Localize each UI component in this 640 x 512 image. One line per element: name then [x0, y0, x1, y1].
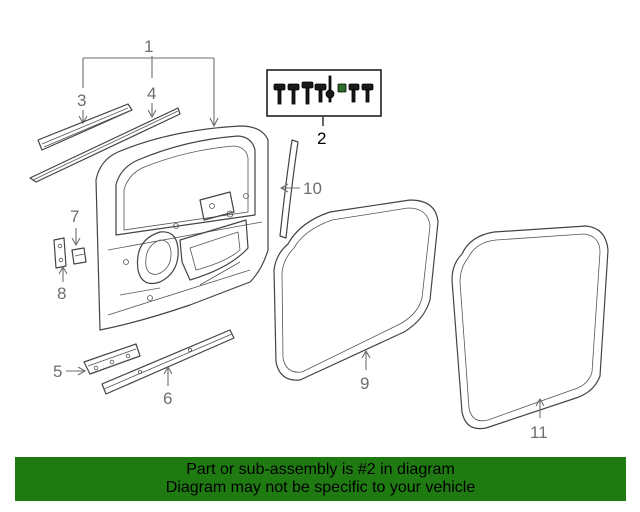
callout-11[interactable]: 11 [530, 423, 548, 442]
bolt-icon [273, 75, 374, 105]
callout-6[interactable]: 6 [163, 389, 172, 408]
callout-9-leader [361, 349, 371, 370]
callout-5-leader [66, 366, 87, 376]
part-5-trim [83, 343, 141, 375]
banner-line-1: Part or sub-assembly is #2 in diagram [186, 461, 455, 478]
part-3-molding [37, 103, 133, 151]
callout-7[interactable]: 7 [70, 207, 79, 226]
info-banner: Part or sub-assembly is #2 in diagram Di… [15, 457, 626, 501]
callout-10-leader [279, 183, 300, 193]
callout-5[interactable]: 5 [53, 362, 62, 381]
part-11-body-seal [451, 225, 609, 430]
callout-9[interactable]: 9 [360, 374, 369, 393]
callout-1-leader [82, 56, 219, 128]
part-1-door-shell [95, 125, 269, 331]
callout-8[interactable]: 8 [57, 284, 66, 303]
callout-2[interactable]: 2 [317, 129, 326, 148]
callout-4-leader [147, 103, 157, 119]
callout-1[interactable]: 1 [144, 37, 153, 56]
callout-4[interactable]: 4 [147, 84, 156, 103]
banner-line-2: Diagram may not be specific to your vehi… [165, 479, 476, 496]
parts-diagram: 1 3 4 [29, 37, 609, 442]
part-9-door-seal [273, 199, 439, 381]
part-2-hardware-box[interactable] [266, 69, 382, 117]
callout-8-leader [58, 265, 68, 282]
callout-7-leader [71, 228, 81, 247]
part-4-weatherstrip [29, 107, 181, 183]
callout-11-leader [535, 397, 545, 418]
part-6-sill-molding [101, 329, 235, 395]
callout-3[interactable]: 3 [77, 91, 86, 110]
part-10-pillar-seal [279, 139, 299, 239]
callout-6-leader [163, 365, 173, 386]
part-8-bracket [53, 237, 67, 269]
callout-3-leader [78, 110, 88, 125]
callout-10[interactable]: 10 [303, 179, 322, 198]
part-7-bracket [71, 247, 87, 265]
